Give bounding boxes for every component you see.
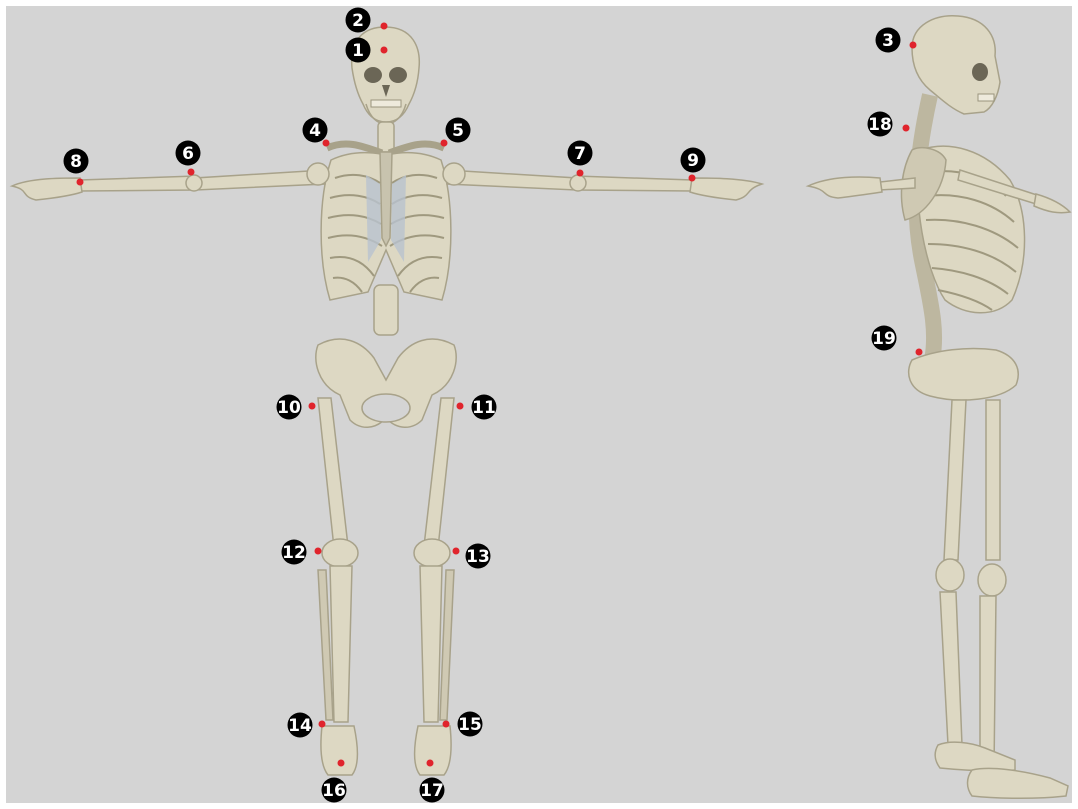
front-elbow-right (570, 175, 586, 191)
marker-label-7: 7 (574, 144, 586, 164)
marker-dot-17 (427, 760, 434, 767)
front-pelvic-opening (362, 394, 410, 422)
side-femur-front (986, 400, 1000, 560)
marker-dot-12 (315, 548, 322, 555)
marker-label-2: 2 (352, 11, 364, 31)
front-elbow-left (186, 175, 202, 191)
front-teeth (371, 100, 401, 107)
marker-dot-1 (381, 47, 388, 54)
side-teeth (978, 94, 994, 101)
front-eye-socket-right (389, 67, 407, 83)
front-shoulder-left (307, 163, 329, 185)
side-tibia-front (980, 596, 996, 770)
marker-label-8: 8 (70, 152, 82, 172)
marker-dot-6 (188, 169, 195, 176)
marker-dot-19 (916, 349, 923, 356)
front-knee-left (322, 539, 358, 567)
marker-label-12: 12 (282, 543, 306, 563)
side-pelvis (909, 348, 1019, 400)
marker-dot-2 (381, 23, 388, 30)
marker-dot-10 (309, 403, 316, 410)
marker-label-14: 14 (288, 716, 312, 736)
front-foot-right (415, 726, 452, 775)
marker-dot-4 (323, 140, 330, 147)
front-tibia-right (420, 566, 442, 722)
marker-dot-14 (319, 721, 326, 728)
front-lumbar-spine (374, 285, 398, 335)
side-knee-front (978, 564, 1006, 596)
marker-dot-11 (457, 403, 464, 410)
marker-label-5: 5 (452, 121, 464, 141)
front-eye-socket-left (364, 67, 382, 83)
marker-label-3: 3 (882, 31, 894, 51)
marker-dot-9 (689, 175, 696, 182)
marker-label-11: 11 (472, 398, 496, 418)
marker-dot-8 (77, 179, 84, 186)
marker-label-1: 1 (352, 41, 364, 61)
marker-label-6: 6 (182, 144, 194, 164)
marker-label-17: 17 (420, 781, 444, 801)
front-knee-right (414, 539, 450, 567)
front-sternum (380, 152, 392, 246)
marker-label-18: 18 (868, 115, 892, 135)
marker-dot-7 (577, 170, 584, 177)
marker-dot-3 (910, 42, 917, 49)
marker-label-9: 9 (687, 151, 699, 171)
front-shoulder-right (443, 163, 465, 185)
marker-dot-16 (338, 760, 345, 767)
diagram-background (6, 6, 1072, 803)
front-foot-left (321, 726, 358, 775)
front-tibia-left (330, 566, 352, 722)
marker-dot-18 (903, 125, 910, 132)
side-knee-back (936, 559, 964, 591)
side-eye-socket (972, 63, 988, 81)
marker-dot-15 (443, 721, 450, 728)
marker-label-13: 13 (466, 547, 490, 567)
marker-label-16: 16 (322, 781, 346, 801)
marker-label-19: 19 (872, 329, 896, 349)
marker-dot-5 (441, 140, 448, 147)
marker-dot-13 (453, 548, 460, 555)
front-cervical-spine (378, 122, 394, 152)
marker-label-4: 4 (309, 121, 321, 141)
marker-label-15: 15 (458, 715, 482, 735)
marker-label-10: 10 (277, 398, 301, 418)
